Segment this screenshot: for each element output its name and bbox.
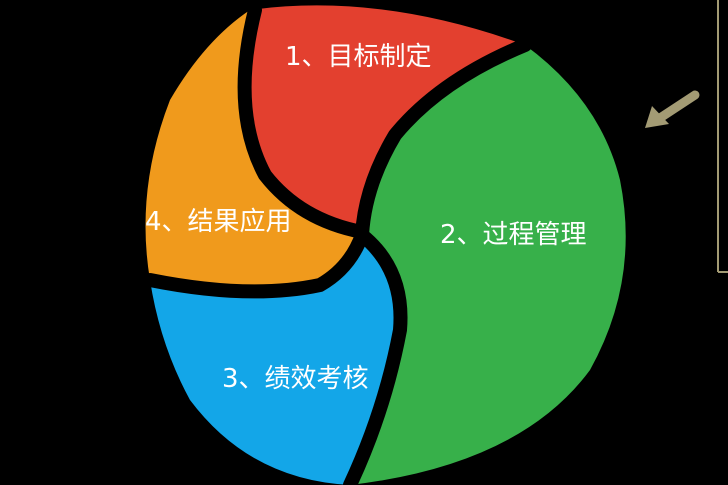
segment-dividers xyxy=(143,3,532,485)
arrow-pointer-icon xyxy=(645,90,700,128)
bracket-line xyxy=(717,0,728,273)
segment-performance-assessment xyxy=(150,240,401,485)
label-result-application: 4、结果应用 xyxy=(145,207,292,237)
label-goal-setting: 1、目标制定 xyxy=(285,42,432,72)
label-process-management: 2、过程管理 xyxy=(440,220,587,250)
segment-goal-setting xyxy=(242,5,525,226)
segment-process-management xyxy=(350,45,626,485)
label-performance-assessment: 3、绩效考核 xyxy=(222,364,369,394)
